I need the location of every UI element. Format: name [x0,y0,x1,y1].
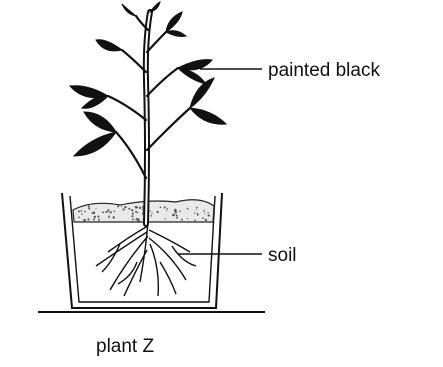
soil-speckle [197,214,199,216]
soil-speckle [114,211,116,213]
soil-speckle [194,219,196,221]
soil-speckle [83,219,86,222]
roots [96,222,196,296]
soil-speckle [160,206,162,208]
soil-speckle [187,218,188,219]
leaf [84,112,116,132]
leaf [166,31,186,37]
soil-speckle [96,208,97,209]
soil-speckle [164,207,165,208]
leaf [74,132,116,156]
soil-speckle [194,212,195,213]
soil-speckle [110,211,112,213]
label-painted-black: painted black [268,60,380,81]
soil-speckle [132,212,134,214]
soil-speckle [117,205,119,207]
soil-speckle [166,210,167,211]
soil-speckle [81,213,82,214]
soil-speckle [88,219,89,220]
soil-speckle [107,209,109,211]
soil-speckle [196,207,198,209]
soil-speckle [94,216,96,218]
soil-speckle [92,212,94,214]
soil-speckle [78,216,80,218]
soil-speckle [128,208,130,210]
soil-speckle [139,207,141,209]
soil-speckle [175,212,177,214]
soil-speckle [88,206,89,207]
soil-speckle [137,219,139,221]
soil-speckle [172,214,175,217]
soil-speckle [176,215,178,217]
soil-speckle [202,217,204,219]
soil-speckle [113,216,115,218]
caption-plant-z: plant Z [96,336,154,357]
soil-speckle [84,211,86,213]
stem [146,12,150,224]
soil-speckle [121,206,122,207]
soil-speckle [137,212,138,213]
soil-speckle [205,219,207,221]
soil-speckle [208,215,209,216]
soil-speckle [176,217,178,219]
soil-speckle [132,218,134,220]
soil-speckle [150,210,151,211]
soil-speckle [196,209,197,210]
leaf [178,68,206,84]
soil-speckle [167,208,168,209]
soil-speckle [97,216,99,218]
soil-speckle [93,218,95,220]
soil-speckle [135,206,138,209]
soil-speckle [102,211,104,213]
soil-speckle [124,206,126,208]
soil-speckle [207,212,208,213]
soil-speckle [80,210,82,212]
soil-speckle [131,209,133,211]
soil-speckle [156,211,158,213]
soil-speckle [151,213,152,214]
soil-speckle [142,214,143,215]
soil-speckle [78,210,80,212]
soil-speckle [142,206,144,208]
soil-speckle [136,218,138,220]
soil-speckle [131,215,133,217]
label-soil: soil [268,245,297,266]
soil-speckle [165,218,166,219]
soil-speckle [203,210,205,212]
soil-speckle [204,213,205,214]
leaf [122,4,136,16]
leaf [96,40,122,51]
soil-speckle [135,211,137,213]
leaf [190,108,226,124]
soil-speckle [89,209,90,210]
soil-speckle [107,211,108,212]
soil-speckle [187,208,189,210]
leaf [166,12,182,32]
soil-speckle [150,215,152,217]
soil-speckle [122,208,124,210]
soil-speckle [179,211,181,213]
soil-speckle [181,219,183,221]
soil-speckle [108,216,109,217]
soil-speckle [98,219,100,221]
leaf [150,2,160,12]
